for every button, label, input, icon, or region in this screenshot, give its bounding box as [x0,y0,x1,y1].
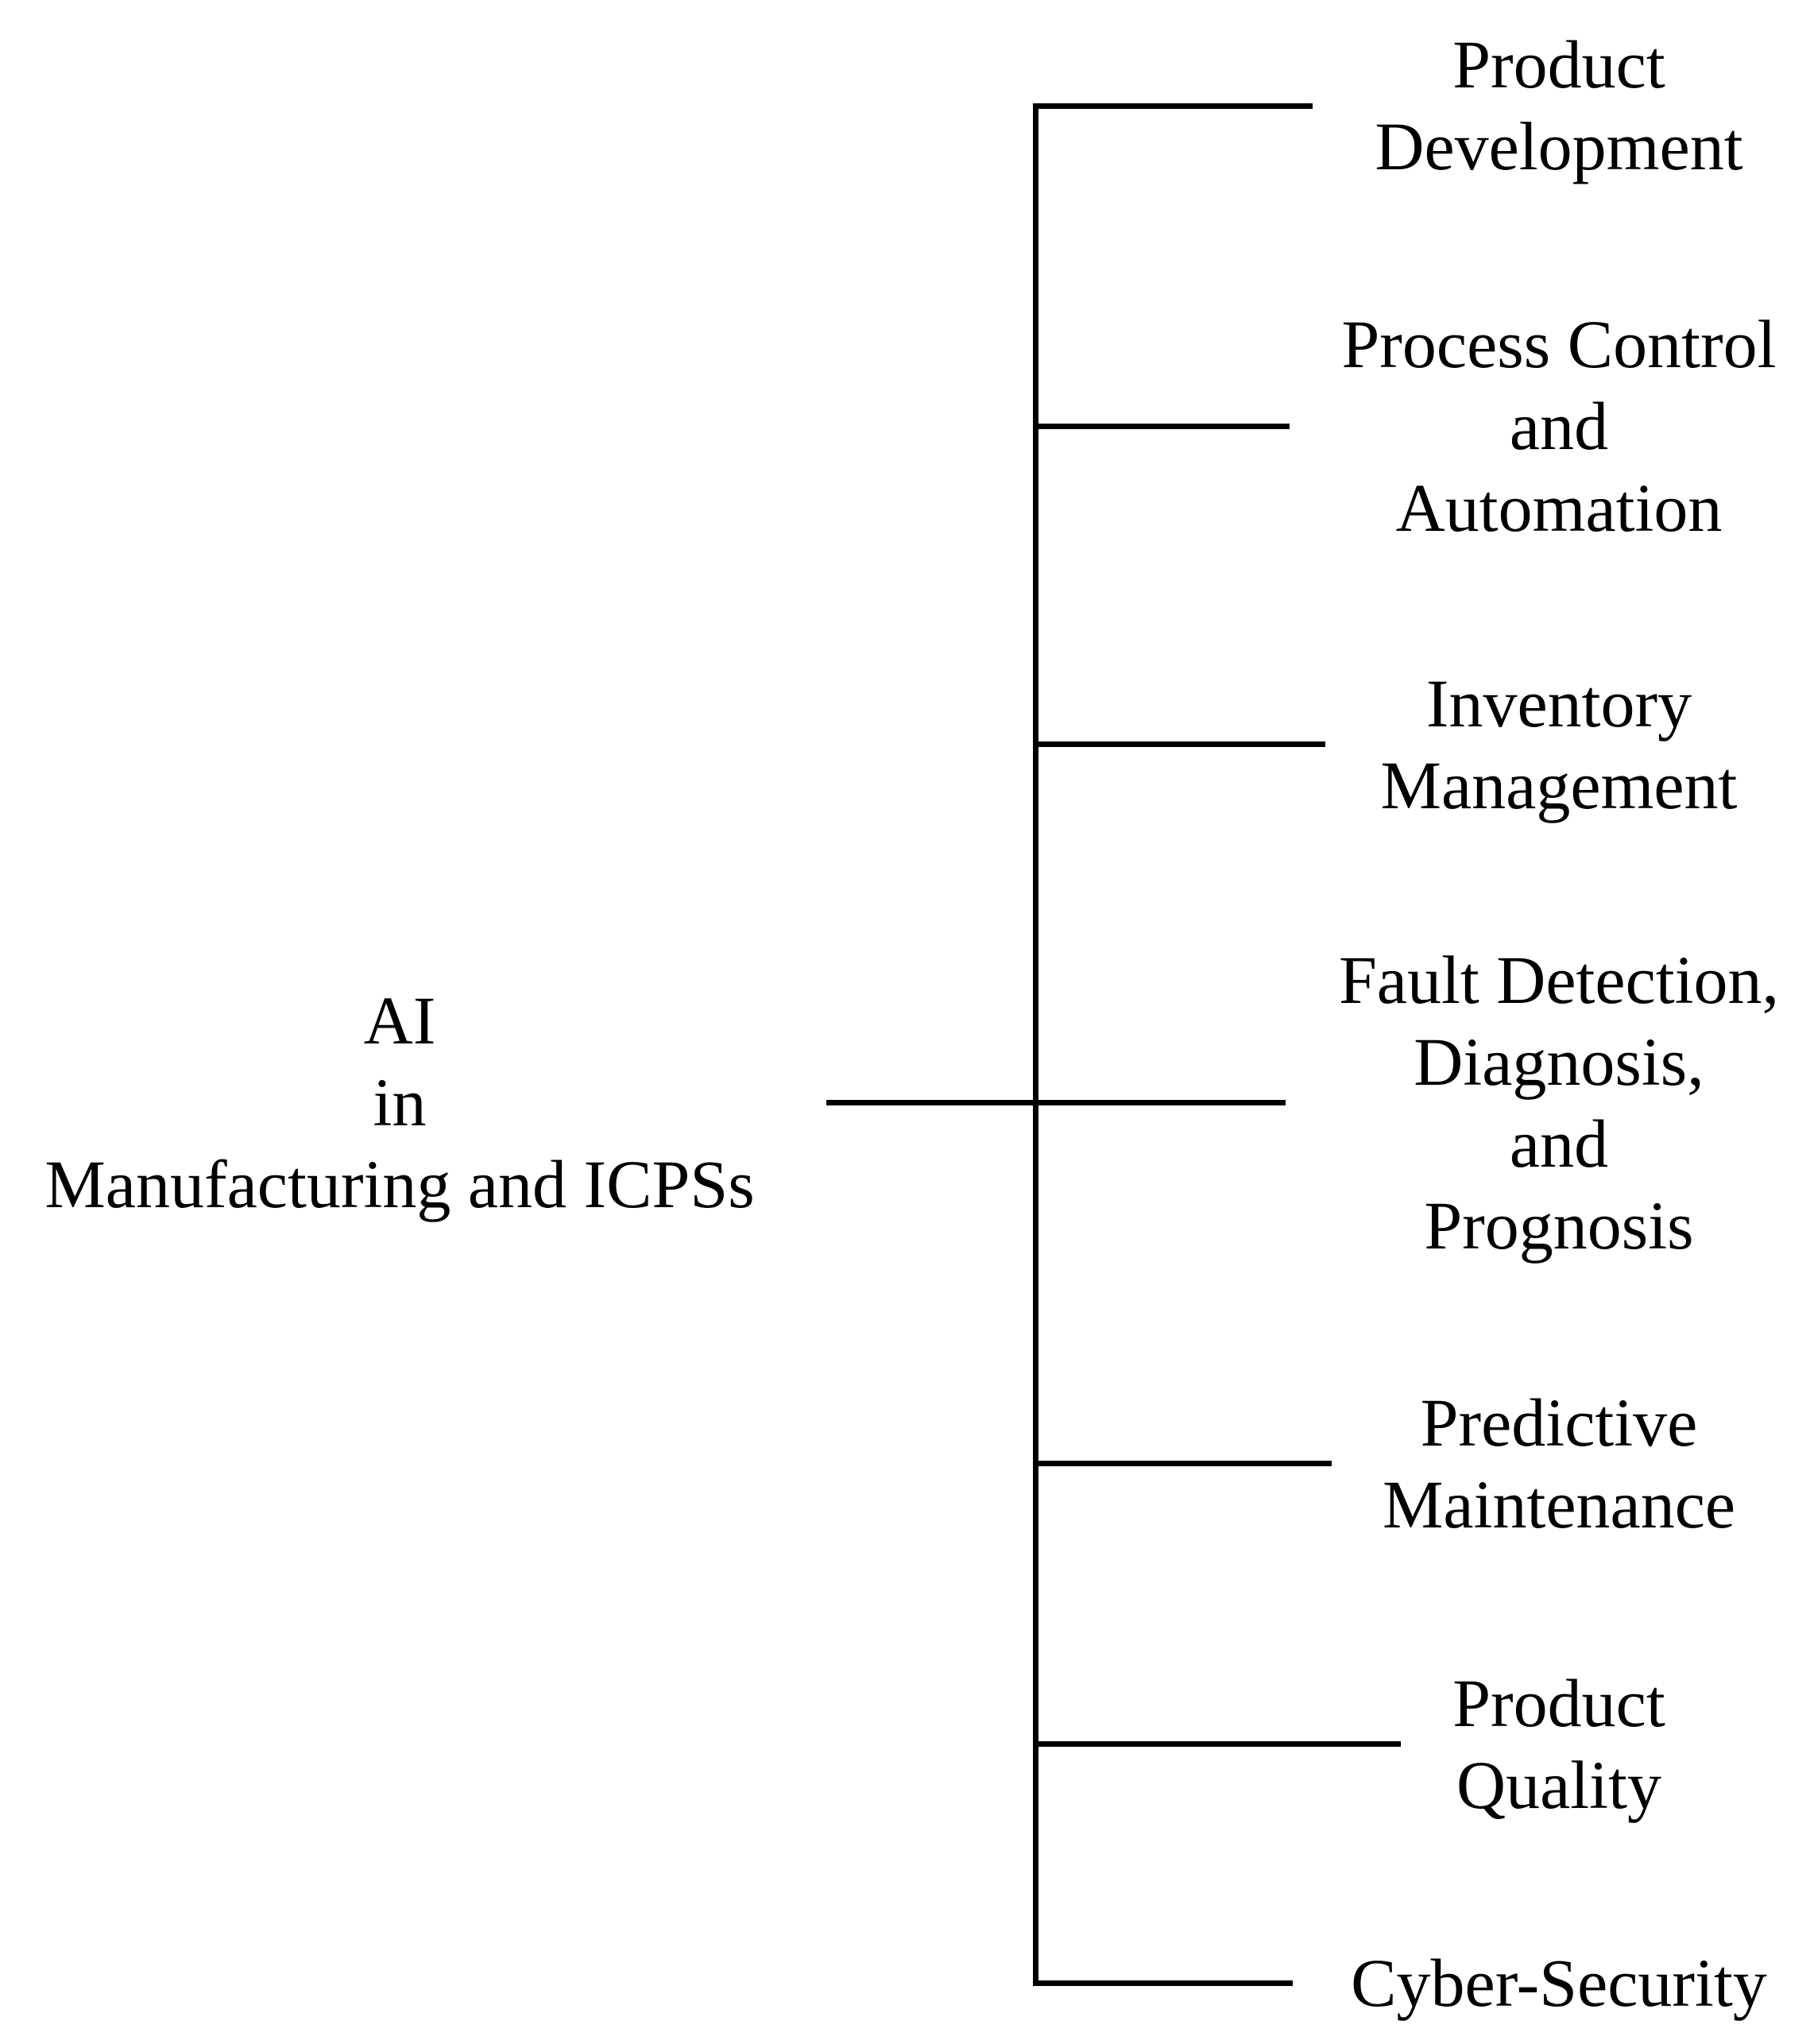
branch-label-fault-detection-diagnosis-and-prognosis: Fault Detection, Diagnosis, and Prognosi… [1338,942,1780,1264]
branch-line-product-quality [1033,1741,1401,1747]
root-connector-line [826,1100,1033,1105]
branch-label-product-quality: Product Quality [1452,1665,1665,1823]
branch-line-process-control-and-automation [1033,424,1290,429]
branch-line-product-development [1033,103,1313,109]
branch-line-inventory-management [1033,741,1325,747]
branch-line-fault-detection-diagnosis-and-prognosis [1033,1100,1286,1105]
branch-label-product-development: Product Development [1375,26,1743,184]
branch-label-predictive-maintenance: Predictive Maintenance [1382,1384,1736,1543]
branch-line-predictive-maintenance [1033,1461,1332,1466]
branch-label-inventory-management: Inventory Management [1380,665,1738,823]
tree-spine-line [1033,103,1038,1986]
root-node-label: AI in Manufacturing and ICPSs [44,982,755,1222]
branch-line-cyber-security [1033,1980,1293,1986]
branch-label-cyber-security: Cyber-Security [1351,1945,1767,2021]
branch-label-process-control-and-automation: Process Control and Automation [1341,306,1777,546]
